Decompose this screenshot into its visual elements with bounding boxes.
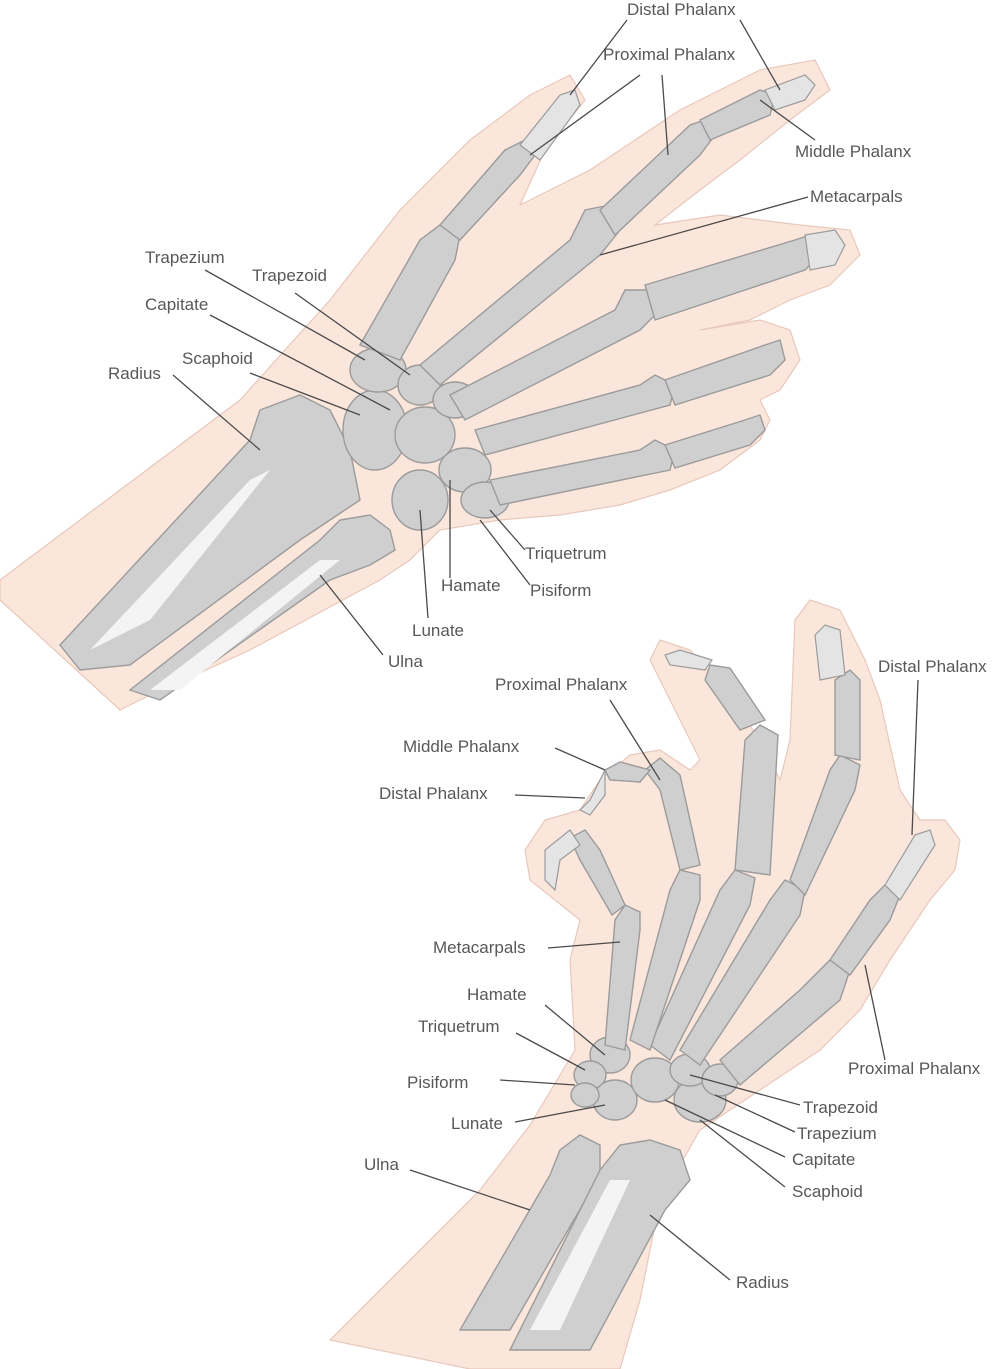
bottom-middle-distal <box>664 649 713 671</box>
top-index-distal <box>764 74 816 111</box>
bottom-ring-distal <box>578 769 606 816</box>
top-little-proximal <box>664 414 766 469</box>
top-label-ulna: Ulna <box>388 652 423 671</box>
top-label-triquetrum: Triquetrum <box>525 544 607 563</box>
bottom-index-proximal <box>789 754 861 897</box>
top-label-trapezoid: Trapezoid <box>252 266 327 285</box>
bottom-label-ulna: Ulna <box>364 1155 399 1174</box>
bottom-label-metacarpals: Metacarpals <box>433 938 526 957</box>
bottom-thumb-distal <box>884 829 936 901</box>
bottom-label-triquetrum: Triquetrum <box>418 1017 500 1036</box>
top-label-scaphoid: Scaphoid <box>182 349 253 368</box>
top-label-metacarpals: Metacarpals <box>810 187 903 206</box>
bottom-index-middle <box>834 669 861 761</box>
top-hand-leader-lines <box>172 19 816 656</box>
bottom-hand-leader-lines <box>409 679 919 1281</box>
bottom-pisiform <box>570 1082 600 1108</box>
top-label-pisiform: Pisiform <box>530 581 592 600</box>
bottom-label-capitate: Capitate <box>792 1150 856 1169</box>
bottom-index-distal <box>814 624 846 681</box>
bottom-middle-middle <box>704 664 767 731</box>
bottom-label-trapezoid: Trapezoid <box>803 1098 878 1117</box>
bottom-label-hamate: Hamate <box>467 985 527 1004</box>
bottom-label-proximal-phalanx-top: Proximal Phalanx <box>495 675 628 694</box>
top-thumb-distal <box>519 89 581 161</box>
bottom-label-pisiform: Pisiform <box>407 1073 469 1092</box>
bottom-little-distal <box>544 829 581 892</box>
top-hand <box>0 59 861 711</box>
bottom-ring-middle <box>604 761 652 783</box>
top-middle-distal <box>804 229 846 271</box>
bottom-ulna-bone <box>458 1134 601 1331</box>
bottom-label-distal-phalanx-left: Distal Phalanx <box>379 784 488 803</box>
top-lunate <box>391 469 449 531</box>
bottom-middle-metacarpal <box>649 869 756 1062</box>
bottom-label-distal-phalanx-right: Distal Phalanx <box>878 657 987 676</box>
top-label-capitate: Capitate <box>145 295 209 314</box>
bottom-ring-proximal <box>644 757 701 871</box>
bottom-little-metacarpal <box>604 904 641 1051</box>
bottom-hand <box>328 599 961 1369</box>
bottom-label-radius: Radius <box>736 1273 789 1292</box>
bottom-label-lunate: Lunate <box>451 1114 503 1133</box>
bottom-middle-proximal <box>734 724 779 876</box>
top-ring-proximal <box>664 339 786 406</box>
top-label-radius: Radius <box>108 364 161 383</box>
bottom-label-proximal-phalanx-right: Proximal Phalanx <box>848 1059 981 1078</box>
top-label-hamate: Hamate <box>441 576 501 595</box>
top-label-lunate: Lunate <box>412 621 464 640</box>
bottom-label-trapezium: Trapezium <box>797 1124 877 1143</box>
top-label-distal-phalanx: Distal Phalanx <box>627 0 736 19</box>
top-capitate <box>394 406 456 464</box>
top-label-proximal-phalanx: Proximal Phalanx <box>603 45 736 64</box>
top-label-middle-phalanx: Middle Phalanx <box>795 142 912 161</box>
bottom-ring-metacarpal <box>629 869 701 1051</box>
top-label-trapezium: Trapezium <box>145 248 225 267</box>
bottom-label-middle-phalanx: Middle Phalanx <box>403 737 520 756</box>
bottom-label-scaphoid: Scaphoid <box>792 1182 863 1201</box>
